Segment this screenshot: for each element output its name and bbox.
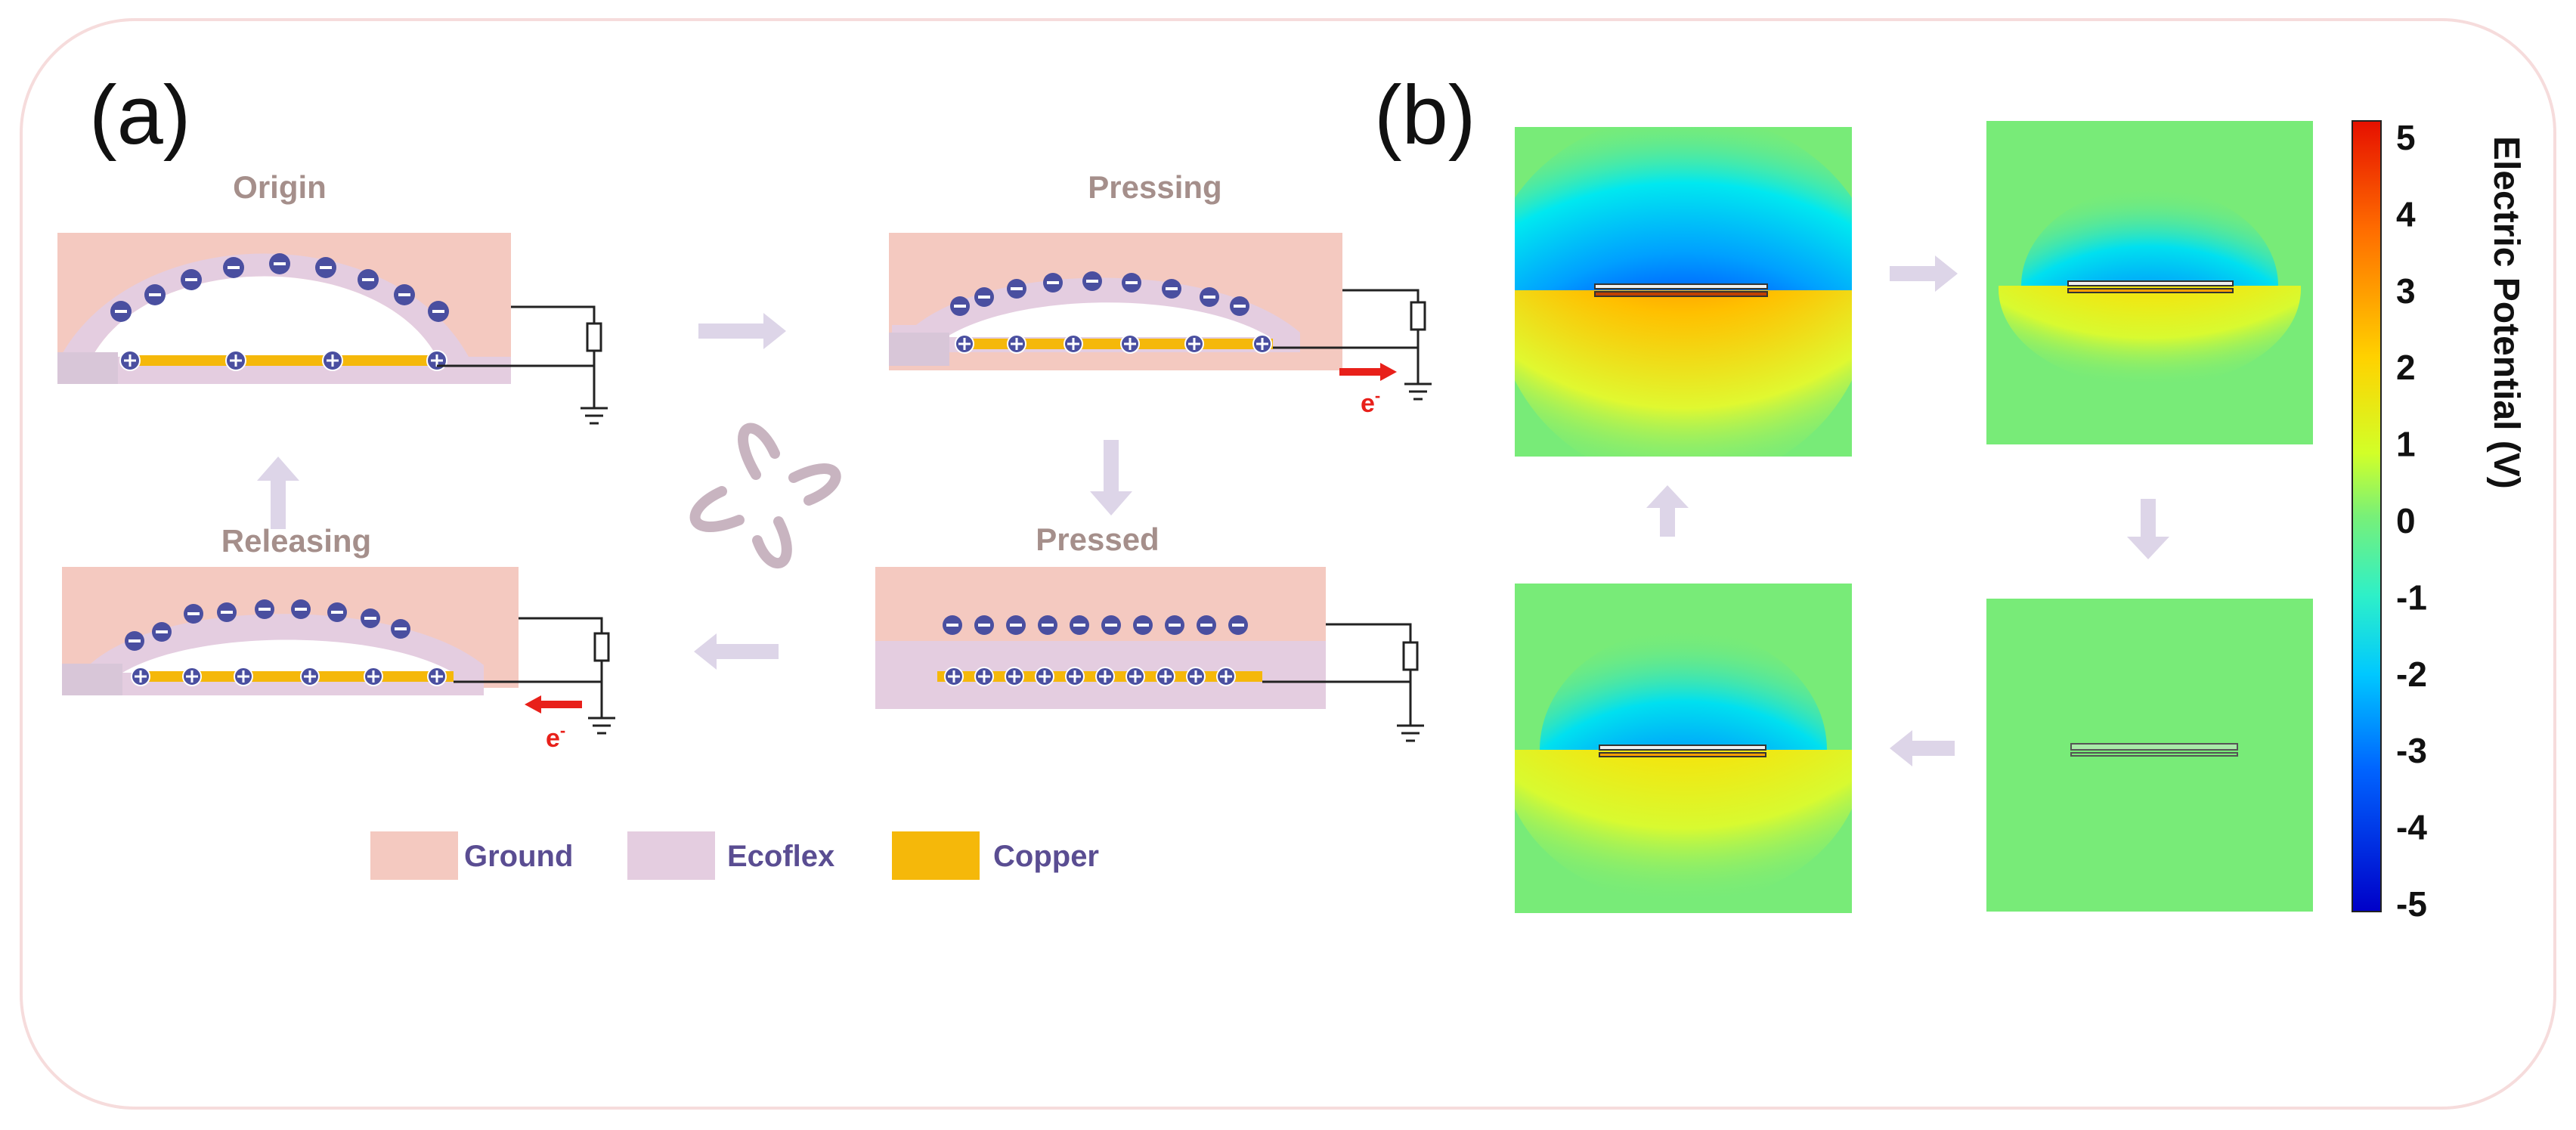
colorbar: 5 4 3 2 1 0 -1 -2 -3 -4 -5 Electric Potential (V): [2352, 118, 2526, 924]
potential-map-releasing: [1515, 584, 1852, 913]
electron-label: e-: [1361, 386, 1380, 418]
legend-swatch-ecoflex: [627, 831, 715, 880]
potential-map-origin: [1515, 127, 1852, 457]
legend-label-ecoflex: Ecoflex: [727, 840, 834, 873]
state-label-pressing: Pressing: [1088, 169, 1221, 205]
charge-row: [110, 253, 449, 322]
state-label-releasing: Releasing: [221, 523, 371, 559]
potential-map-pressed: [1986, 599, 2313, 912]
panel-a-label: (a): [89, 69, 190, 162]
legend-label-ground: Ground: [464, 840, 573, 873]
circuit: [454, 617, 615, 735]
charge-row: [125, 599, 410, 651]
electron-label: e-: [546, 721, 565, 753]
copper-electrode: [957, 339, 1273, 349]
colorbar-tick-label: 1: [2396, 425, 2416, 464]
cycle-icon: [689, 423, 841, 568]
pressing-device: [889, 233, 1432, 401]
colorbar-tick-label: 5: [2396, 118, 2416, 157]
circuit: [437, 305, 608, 425]
arrow-right: [1890, 255, 1958, 292]
legend: Ground Ecoflex Copper: [370, 831, 1099, 880]
charge-row: [955, 334, 1272, 354]
potential-map-pressing: [1986, 121, 2313, 444]
transition-arrows: [257, 313, 1132, 670]
charge-row: [131, 667, 447, 686]
circuit: [1262, 623, 1424, 742]
colorbar-gradient: [2352, 120, 2382, 912]
colorbar-tick-label: -5: [2396, 884, 2427, 924]
arrow-up: [257, 457, 299, 529]
colorbar-tick-label: -3: [2396, 731, 2427, 770]
legend-swatch-copper: [892, 831, 980, 880]
colorbar-tick-label: 4: [2396, 194, 2416, 234]
colorbar-ticks: 5 4 3 2 1 0 -1 -2 -3 -4 -5: [2396, 118, 2427, 924]
ground-block: [875, 567, 1326, 645]
legend-label-copper: Copper: [993, 840, 1099, 873]
arrow-down: [1090, 440, 1132, 515]
charge-row: [943, 615, 1248, 635]
state-label-origin: Origin: [233, 169, 327, 205]
origin-device: [57, 233, 608, 425]
panel-b-label: (b): [1374, 69, 1475, 162]
colorbar-tick-label: 0: [2396, 501, 2416, 540]
legend-swatch-ground: [370, 831, 458, 880]
colorbar-title: Electric Potential (V): [2486, 136, 2526, 489]
colorbar-tick-label: -1: [2396, 577, 2427, 617]
potential-transition-arrows: [1646, 255, 2169, 766]
colorbar-tick-label: -2: [2396, 655, 2427, 694]
colorbar-tick-label: -4: [2396, 808, 2427, 847]
colorbar-tick-label: 2: [2396, 348, 2416, 387]
arrow-right: [698, 313, 786, 349]
arrow-left: [1890, 730, 1955, 766]
copper-electrode: [125, 355, 437, 366]
pressed-device: [875, 567, 1424, 742]
releasing-device: [62, 567, 615, 735]
charge-row: [950, 271, 1249, 316]
copper-electrode: [133, 671, 454, 682]
state-label-pressed: Pressed: [1036, 522, 1159, 557]
charge-row: [944, 667, 1236, 686]
arrow-down: [2127, 499, 2169, 559]
colorbar-tick-label: 3: [2396, 271, 2416, 311]
arrow-up: [1646, 485, 1689, 537]
arrow-left: [694, 633, 779, 670]
circuit: [1273, 289, 1432, 401]
